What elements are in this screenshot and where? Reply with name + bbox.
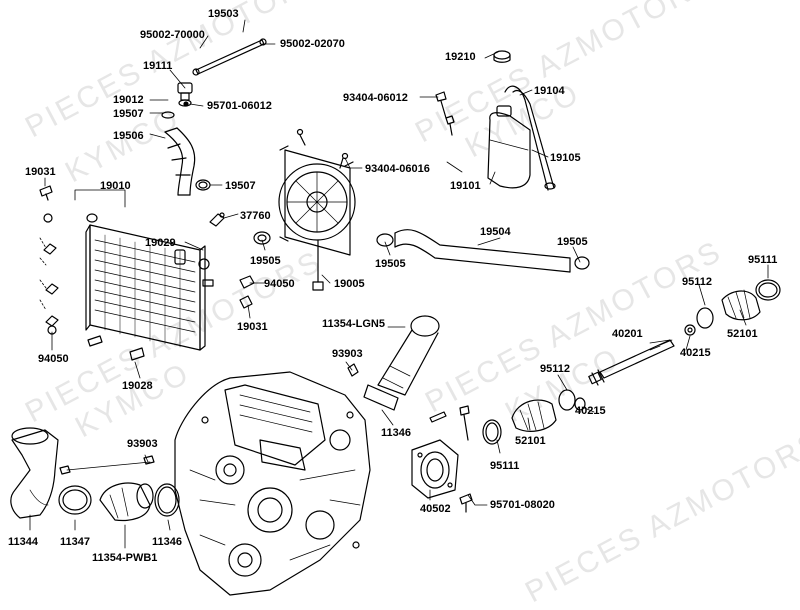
radiator-cap [161, 82, 193, 119]
label-52101: 52101 [515, 435, 546, 447]
label-11344: 11344 [8, 536, 38, 548]
label-37760: 37760 [240, 210, 271, 222]
sensor-37760 [209, 212, 225, 227]
label-52101: 52101 [727, 328, 758, 340]
label-19105: 19105 [550, 152, 581, 164]
label-11354-pwb1: 11354-PWB1 [92, 552, 158, 564]
label-19505: 19505 [375, 258, 406, 270]
label-19504: 19504 [480, 226, 511, 238]
engine-block [174, 371, 371, 596]
label-19111: 19111 [143, 60, 173, 72]
label-19506: 19506 [113, 130, 144, 142]
elbow-11344 [10, 427, 59, 519]
left-fasteners [39, 185, 59, 327]
label-93404-06012: 93404-06012 [343, 92, 408, 104]
flange-40502 [411, 439, 459, 499]
clamp-11347 [58, 485, 92, 515]
label-19010: 19010 [100, 180, 131, 192]
clamp-95111a [755, 279, 781, 301]
clamp-11346a [363, 384, 399, 411]
bolts-95701 [429, 405, 473, 513]
label-19505: 19505 [557, 236, 588, 248]
clamp-11346b [154, 483, 180, 517]
seal-40215a [684, 324, 696, 336]
clamp-19505a [253, 231, 271, 245]
label-40201: 40201 [612, 328, 643, 340]
seal-40215b [574, 397, 586, 411]
label-19101: 19101 [450, 180, 481, 192]
label-95112: 95112 [540, 363, 570, 375]
radiator-19010 [85, 224, 214, 351]
label-95002-02070: 95002-02070 [280, 38, 345, 50]
label-19029: 19029 [145, 237, 176, 249]
label-11354-lgn5: 11354-LGN5 [322, 318, 385, 330]
clamp-95112a [696, 307, 714, 329]
hose-19506 [164, 127, 196, 196]
label-19507: 19507 [225, 180, 256, 192]
label-40502: 40502 [420, 503, 451, 515]
bracket-19028 [87, 335, 145, 361]
duct-11354-lgn5 [377, 315, 440, 396]
label-19104: 19104 [534, 85, 565, 97]
label-19005: 19005 [334, 278, 365, 290]
reservoir-tank [487, 105, 531, 189]
label-19028: 19028 [122, 380, 153, 392]
shaft-40201 [588, 339, 675, 386]
grommets [43, 213, 210, 335]
boot-52101a [721, 289, 761, 321]
label-94050: 94050 [264, 278, 295, 290]
label-11346: 11346 [381, 427, 411, 439]
label-93903: 93903 [127, 438, 158, 450]
label-95002-70000: 95002-70000 [140, 29, 205, 41]
hose-19104 [504, 85, 556, 191]
label-94050: 94050 [38, 353, 69, 365]
label-19031: 19031 [25, 166, 56, 178]
clamp-95111b [482, 419, 502, 445]
label-19507: 19507 [113, 108, 144, 120]
clamp-19505c [574, 256, 590, 270]
label-95111: 95111 [490, 460, 520, 472]
label-95111: 95111 [748, 254, 778, 266]
label-95701-06012: 95701-06012 [207, 100, 272, 112]
clamp-19507b [195, 179, 211, 191]
label-19031: 19031 [237, 321, 268, 333]
hose-19504 [394, 229, 571, 273]
hose-19503 [192, 38, 267, 76]
clamp-95112b [558, 389, 576, 411]
cooling-fan [278, 128, 356, 291]
label-11347: 11347 [60, 536, 90, 548]
cap-19210 [493, 50, 511, 63]
label-40215: 40215 [680, 347, 711, 359]
clamp-19505b [376, 233, 394, 247]
duct-11354-pwb1 [99, 482, 154, 522]
boot-52101b [511, 399, 557, 432]
bolts-93404 [435, 91, 455, 136]
fan-fasteners [239, 275, 255, 309]
label-93903: 93903 [332, 348, 363, 360]
label-19503: 19503 [208, 8, 239, 20]
label-95112: 95112 [682, 276, 712, 288]
screw-93903b [59, 455, 155, 475]
label-19012: 19012 [113, 94, 144, 106]
screw-93903a [347, 363, 359, 377]
label-40215: 40215 [575, 405, 606, 417]
label-19210: 19210 [445, 51, 476, 63]
label-95701-08020: 95701-08020 [490, 499, 555, 511]
label-93404-06016: 93404-06016 [365, 163, 430, 175]
label-11346: 11346 [152, 536, 182, 548]
label-19505: 19505 [250, 255, 281, 267]
